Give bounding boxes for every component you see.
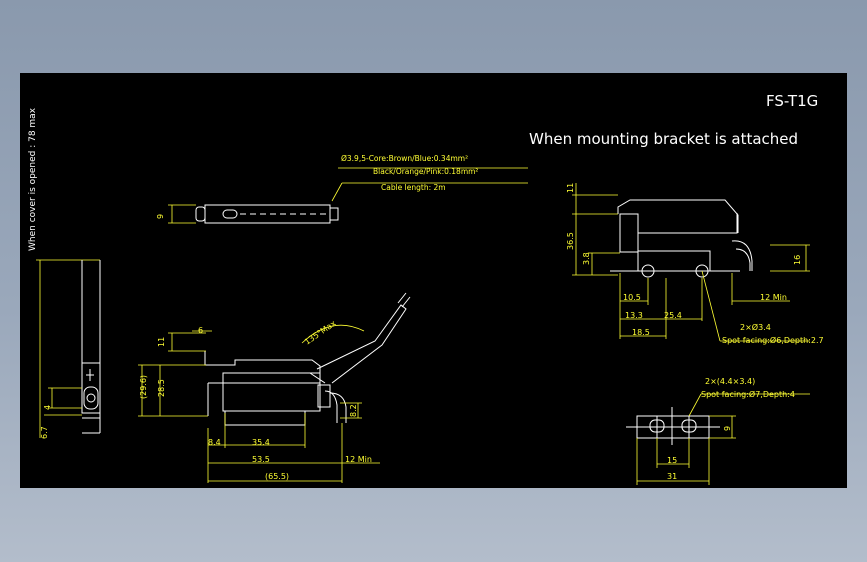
bracket-dim-13-3: 13.3: [625, 311, 643, 320]
bottom-view: 2×(4.4×3.4) Spot facing:Ø7,Depth:4 15 31…: [626, 377, 810, 485]
cable-spec-line-1: Ø3.9,5-Core:Brown/Blue:0.34mm²: [341, 154, 468, 163]
bottom-hole-note-2: Spot facing:Ø7,Depth:4: [701, 389, 795, 399]
front-dim-6: 6: [198, 326, 203, 335]
bracket-subtitle: When mounting bracket is attached: [529, 130, 798, 148]
front-view: 135°Max 6 11 (29.6) 28.5 8.4 35.4 53.5 1…: [138, 292, 411, 483]
model-title: FS-T1G: [766, 92, 818, 110]
cable-dim-9: 9: [156, 214, 165, 219]
front-dim-11: 11: [157, 337, 166, 347]
bracket-dim-25-4: 25.4: [664, 311, 682, 320]
bracket-dim-3-8: 3.8: [582, 252, 591, 265]
bracket-dim-10-5: 10.5: [623, 293, 641, 302]
front-dim-65-5: (65.5): [265, 472, 289, 481]
bracket-view: 11 36.5 3.8 16 10.5 13.3 25.4 18.5 12 Mi…: [566, 183, 824, 345]
cable-top-view: 9 Ø3.9,5-Core:Brown/Blue:0.34mm² Black/O…: [156, 154, 528, 224]
front-dim-8-4: 8.4: [208, 438, 221, 447]
front-dim-53-5: 53.5: [252, 455, 270, 464]
bottom-hole-note-1: 2×(4.4×3.4): [705, 377, 755, 386]
left-side-view: 4 6.7: [36, 259, 101, 439]
bracket-dim-36-5: 36.5: [566, 232, 575, 250]
bracket-dim-16: 16: [793, 255, 802, 265]
bracket-dim-11: 11: [566, 183, 575, 193]
cable-length: Cable length: 2m: [381, 183, 446, 192]
front-dim-8-2: 8.2: [349, 404, 358, 417]
front-dim-29-6: (29.6): [139, 375, 148, 399]
cable-spec-line-2: Black/Orange/Pink:0.18mm²: [373, 167, 478, 176]
cover-open-note: When cover is opened : 78 max: [28, 107, 38, 251]
open-angle-label: 135°Max: [303, 319, 338, 347]
drawing-canvas: FS-T1G When mounting bracket is attached…: [20, 73, 847, 488]
left-dim-6-7: 6.7: [40, 426, 49, 439]
front-dim-35-4: 35.4: [252, 438, 270, 447]
bracket-dim-18-5: 18.5: [632, 328, 650, 337]
bottom-dim-15: 15: [667, 456, 677, 465]
bottom-dim-31: 31: [667, 472, 677, 481]
technical-drawing: FS-T1G When mounting bracket is attached…: [28, 92, 824, 485]
left-dim-4: 4: [43, 405, 52, 410]
bracket-dim-12-min: 12 Min: [760, 293, 787, 302]
front-dim-12-min: 12 Min: [345, 455, 372, 464]
bottom-dim-9: 9: [723, 426, 732, 431]
bracket-hole-note-2: Spot facing:Ø6,Depth:2.7: [722, 335, 824, 345]
front-dim-28-5: 28.5: [157, 379, 166, 397]
bracket-hole-note-1: 2×Ø3.4: [740, 322, 771, 332]
